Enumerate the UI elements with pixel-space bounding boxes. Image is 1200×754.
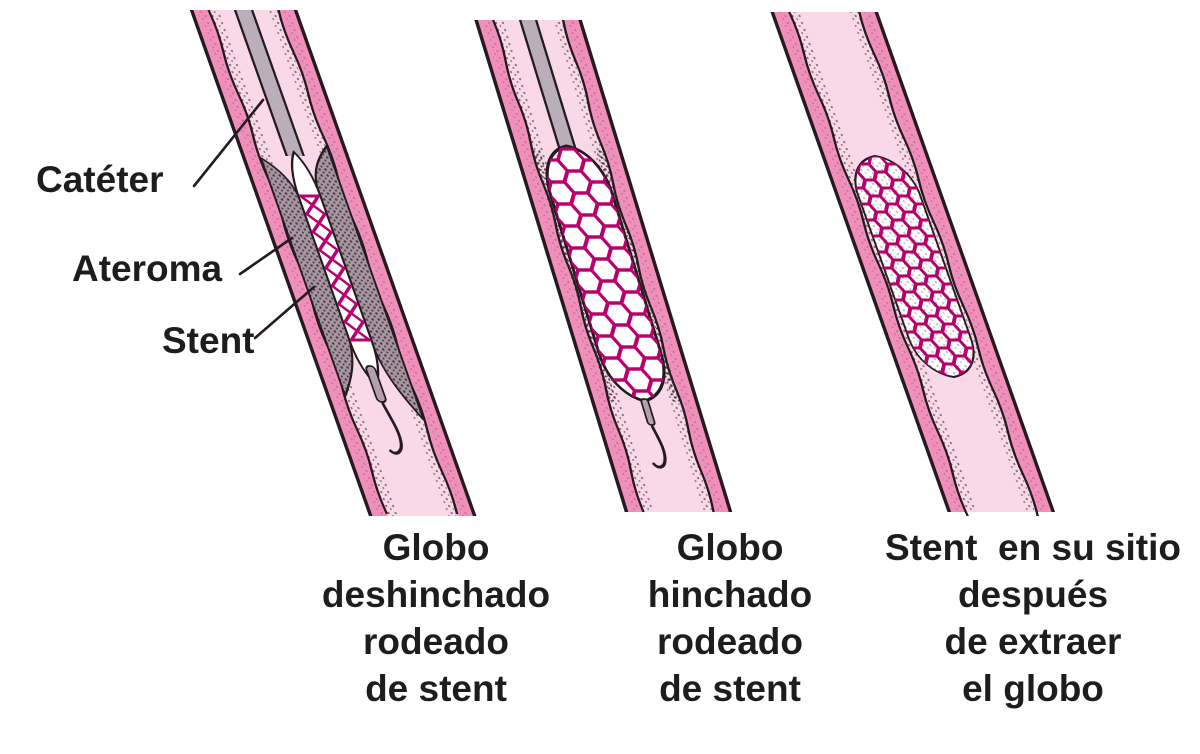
caption-line: Globo: [382, 527, 490, 568]
caption-line: de stent: [659, 668, 801, 709]
artery-outline: [474, 20, 733, 512]
inner-wall-line: [858, 11, 1039, 517]
catheter-outline: [518, 20, 579, 156]
caption-line: Stent en su sitio: [884, 527, 1182, 568]
label-cateter: Catéter: [36, 159, 164, 200]
leader-line-ateroma: [238, 236, 294, 276]
wall-stipple: [197, 10, 384, 516]
catheter-outline: [233, 10, 305, 156]
caption-line: Globo: [676, 527, 784, 568]
caption-line: rodeado: [657, 621, 803, 662]
artery-outline: [189, 10, 477, 516]
stent-region-stipple: [855, 156, 974, 377]
caption-line: deshinchado: [321, 574, 551, 615]
inner-wall-line: [788, 11, 969, 517]
caption-deflated-balloon: Globo deshinchado rodeado de stent: [296, 524, 576, 712]
label-ateroma: Ateroma: [72, 248, 223, 289]
caption-line: de extraer: [944, 621, 1122, 662]
stent-crimped-mesh: [298, 194, 371, 342]
catheter-tube: [235, 10, 304, 156]
catheter-tube: [520, 20, 578, 156]
wall-stipple: [482, 20, 640, 512]
caption-line: el globo: [962, 668, 1104, 709]
wall-stipple: [282, 10, 469, 516]
guidewire: [650, 425, 667, 469]
wall-stipple: [778, 12, 963, 512]
artery-panel-inflated: [474, 19, 733, 513]
wall-stipple: [567, 20, 725, 512]
caption-stent-in-place: Stent en su sitio después de extraer el …: [873, 524, 1193, 712]
artery-panel-deflated: [189, 9, 477, 516]
wall-stipple: [863, 12, 1048, 512]
caption-line: rodeado: [363, 621, 509, 662]
catheter-tip: [640, 398, 656, 426]
label-stent: Stent: [162, 320, 255, 361]
leader-lines: [192, 98, 316, 340]
caption-line: hinchado: [647, 574, 813, 615]
caption-line: de stent: [365, 668, 507, 709]
caption-line: después: [957, 574, 1109, 615]
artery-panel-stent-placed: [770, 11, 1056, 517]
leader-line-stent: [253, 285, 316, 340]
artery-outline: [770, 12, 1056, 512]
leader-line-cateter: [192, 98, 265, 188]
caption-inflated-balloon: Globo hinchado rodeado de stent: [590, 524, 870, 712]
catheter-tip: [365, 365, 387, 403]
guidewire: [381, 402, 403, 455]
